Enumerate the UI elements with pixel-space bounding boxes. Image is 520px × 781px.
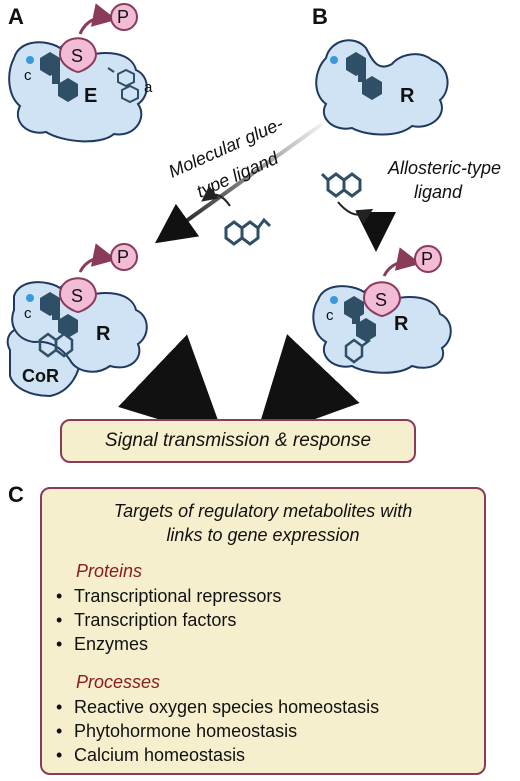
allo-label-line1: Allosteric-type bbox=[387, 158, 501, 178]
product-arrow bbox=[78, 3, 117, 35]
allosteric-ligand-icon bbox=[107, 67, 139, 104]
receptor-label: R bbox=[400, 85, 415, 107]
corepressor-label: CoR bbox=[22, 366, 59, 386]
list-item: Calcium homeostasis bbox=[56, 743, 470, 767]
cofactor-icon-b bbox=[346, 52, 382, 100]
glue-ligand-icon bbox=[224, 217, 272, 246]
processes-list: Reactive oxygen species homeostasis Phyt… bbox=[56, 695, 470, 767]
substrate-label-glue: S bbox=[71, 286, 83, 306]
targets-title-line2: links to gene expression bbox=[166, 525, 360, 545]
glue-complex: CoR S c R P bbox=[6, 243, 148, 398]
enzyme-a: S c E a P bbox=[8, 3, 153, 143]
allo-label-line2: ligand bbox=[414, 182, 463, 202]
signal-arrow-left bbox=[118, 334, 225, 430]
substrate-label: S bbox=[71, 46, 83, 66]
panel-letter-b: B bbox=[312, 4, 328, 29]
substrate-label-allo: S bbox=[375, 290, 387, 310]
proteins-heading: Proteins bbox=[76, 561, 143, 581]
product-label-allo: P bbox=[421, 249, 433, 269]
product-arrow-glue bbox=[78, 243, 117, 273]
allo-ligand-icon bbox=[320, 172, 362, 198]
receptor-label-glue: R bbox=[96, 323, 111, 345]
site-c-label: c bbox=[24, 67, 32, 84]
receptor-b: R bbox=[315, 39, 449, 136]
diagram-canvas: A B S c E a P R bbox=[6, 3, 501, 430]
cofactor-icon-allo bbox=[344, 296, 376, 342]
site-a-label: a bbox=[144, 79, 153, 96]
signal-arrow-right bbox=[254, 334, 360, 430]
signal-box: Signal transmission & response bbox=[60, 419, 416, 463]
allo-ligand-arrow bbox=[337, 201, 374, 225]
cofactor-icon-glue bbox=[40, 292, 78, 338]
list-item: Phytohormone homeostasis bbox=[56, 719, 470, 743]
substrate-shape-glue bbox=[58, 277, 98, 314]
allo-complex: S c R P bbox=[312, 245, 452, 374]
product-label-glue: P bbox=[117, 247, 129, 267]
list-item: Reactive oxygen species homeostasis bbox=[56, 695, 470, 719]
product-label: P bbox=[117, 7, 129, 27]
glue-ligand-arrow bbox=[201, 185, 231, 207]
cofactor-dot-b bbox=[330, 56, 338, 64]
proteins-list: Transcriptional repressors Transcription… bbox=[56, 584, 470, 656]
receptor-label-allo: R bbox=[394, 313, 409, 335]
cofactor-icon bbox=[40, 52, 78, 102]
panel-letter-a: A bbox=[8, 4, 24, 29]
cofactor-dot bbox=[26, 56, 34, 64]
cofactor-dot-glue bbox=[26, 294, 34, 302]
site-c-label-glue: c bbox=[24, 305, 32, 322]
list-item: Enzymes bbox=[56, 632, 470, 656]
product-circle-glue bbox=[110, 243, 138, 271]
cofactor-dot-allo bbox=[330, 296, 338, 304]
signal-box-text: Signal transmission & response bbox=[104, 430, 372, 451]
site-c-label-allo: c bbox=[326, 307, 334, 324]
product-arrow-allo bbox=[382, 247, 421, 277]
processes-heading: Processes bbox=[76, 672, 161, 692]
enzyme-label: E bbox=[84, 85, 97, 107]
targets-title: Targets of regulatory metabolites with l… bbox=[56, 499, 470, 547]
substrate-shape bbox=[58, 37, 98, 74]
panel-letter-c: C bbox=[8, 482, 24, 507]
list-item: Transcription factors bbox=[56, 608, 470, 632]
glue-arrow bbox=[154, 122, 324, 244]
product-circle bbox=[110, 3, 138, 31]
list-item: Transcriptional repressors bbox=[56, 584, 470, 608]
targets-title-line1: Targets of regulatory metabolites with bbox=[113, 501, 413, 521]
substrate-shape-allo bbox=[362, 281, 402, 318]
targets-box: Targets of regulatory metabolites with l… bbox=[40, 487, 486, 775]
product-circle-allo bbox=[414, 245, 442, 273]
